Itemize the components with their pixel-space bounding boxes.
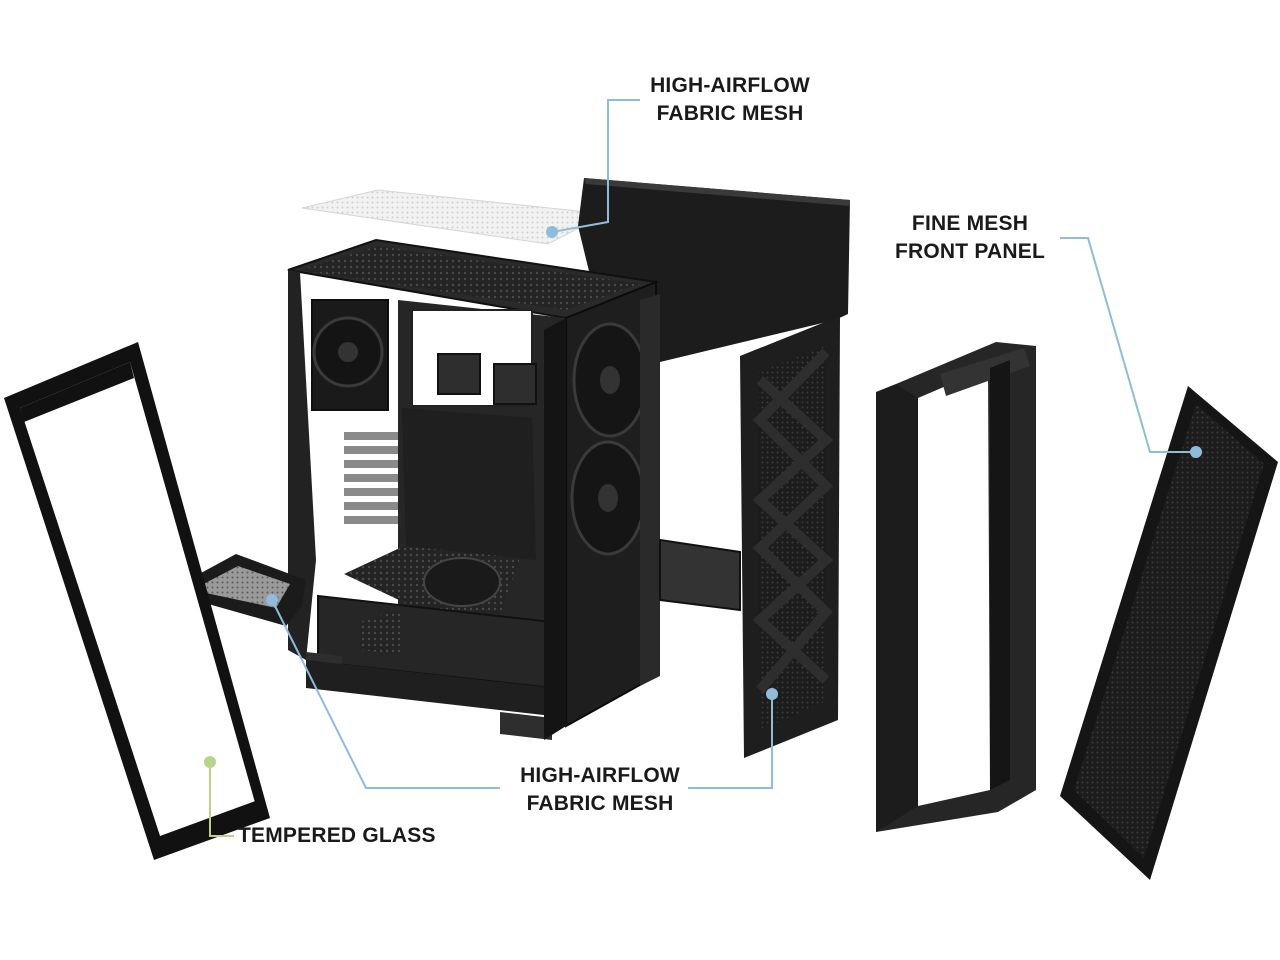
callout-fine-mesh-front-panel: FINE MESH FRONT PANEL: [870, 210, 1070, 266]
leader-glass: [209, 762, 234, 837]
front-mesh-frame: [740, 316, 840, 758]
rear-fan: [311, 299, 389, 411]
leader-top-mesh: [551, 99, 640, 233]
callout-bottom-mesh-line1: HIGH-AIRFLOW: [520, 764, 680, 787]
callout-front-panel-line2: FRONT PANEL: [895, 240, 1045, 263]
top-fabric-mesh-filter: [301, 189, 608, 245]
callout-tempered-glass-text: TEMPERED GLASS: [238, 824, 436, 847]
leader-bottom-mesh-left: [271, 599, 500, 789]
callout-bottom-mesh-line2: FABRIC MESH: [526, 792, 674, 815]
fine-mesh-front-panel: [1060, 386, 1278, 880]
main-chassis: [287, 238, 741, 740]
callout-top-fabric-mesh: HIGH-AIRFLOW FABRIC MESH: [620, 72, 840, 128]
expansion-slots: [344, 432, 398, 524]
bottom-fabric-mesh-filter: [166, 554, 306, 626]
callout-bottom-fabric-mesh: HIGH-AIRFLOW FABRIC MESH: [480, 762, 720, 818]
callout-tempered-glass: TEMPERED GLASS: [238, 822, 478, 850]
leader-front-panel: [1060, 237, 1196, 453]
leader-lines: [204, 99, 1202, 837]
callout-top-fabric-mesh-line2: FABRIC MESH: [656, 102, 804, 125]
callout-front-panel-line1: FINE MESH: [911, 212, 1029, 235]
leader-bottom-mesh-right: [688, 694, 773, 789]
front-outer-frame: [876, 342, 1036, 832]
callout-top-fabric-mesh-line1: HIGH-AIRFLOW: [650, 74, 810, 97]
